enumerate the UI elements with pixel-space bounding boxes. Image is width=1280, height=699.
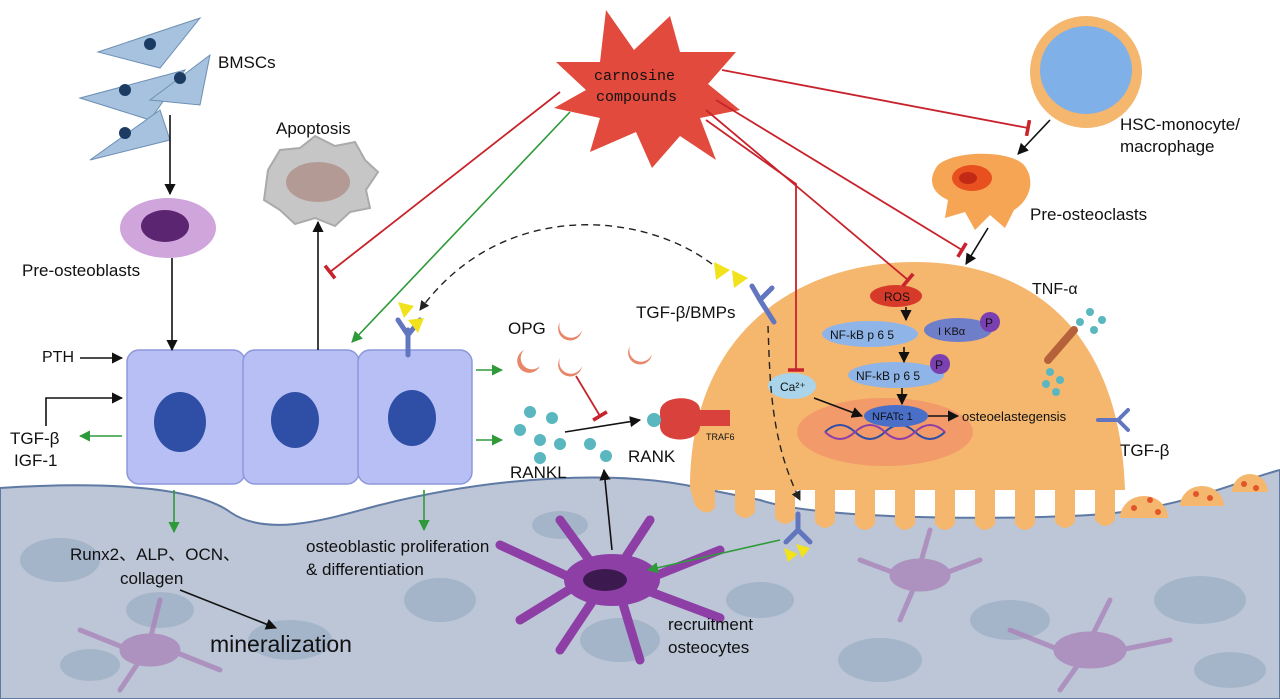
background-osteocytes: [77, 527, 1173, 693]
tnf-receptor: [1044, 326, 1078, 364]
pre-osteoblasts-label: Pre-osteoblasts: [22, 261, 140, 280]
ca-label: Ca²⁺: [780, 380, 806, 394]
rankl-label: RANKL: [510, 463, 567, 482]
nfkb-top-oval: [822, 321, 918, 347]
carnosine-burst: [554, 10, 740, 168]
tgf-beta-left-label: TGF-β: [10, 429, 60, 448]
bone-tgf-receptor: [783, 511, 813, 545]
opg-molecules: [517, 322, 652, 377]
bmscs-label: BMSCs: [218, 53, 276, 72]
hsc-macrophage-cell: [1030, 16, 1142, 128]
runx2-label-line1: Runx2、ALP、OCN、: [70, 545, 240, 564]
ikba-oval: [924, 318, 992, 342]
carnosine-label-line2: compounds: [596, 89, 677, 106]
mineralization-label: mineralization: [210, 631, 352, 657]
prolif-label-line1: osteoblastic proliferation: [306, 537, 489, 556]
bmscs-cells: [78, 16, 211, 161]
dashed-arrows: [419, 224, 801, 501]
tgf-bmps-ligand-1: [714, 262, 730, 280]
ikba-phospho-circle: [980, 312, 1000, 332]
runx2-label-line2: collagen: [120, 569, 183, 588]
tnf-alpha-label: TNF-α: [1032, 281, 1078, 298]
nfkb-phospho-circle: [930, 354, 950, 374]
ikba-label: I KBα: [938, 326, 966, 338]
ros-oval: [870, 285, 922, 307]
pre-osteoblast-cell: [120, 198, 216, 258]
tgf-bmps-receptor: [749, 283, 777, 325]
rank-receptor: [647, 398, 730, 440]
pre-osteoclast-cell: [932, 153, 1031, 230]
bone-tgf-ligand-2: [796, 544, 810, 558]
nfatc1-oval: [864, 405, 928, 427]
nfkb-mid-oval: [848, 362, 944, 388]
apoptosis-label: Apoptosis: [276, 119, 351, 138]
nfatc1-label: NFATc 1: [872, 411, 913, 423]
opg-label: OPG: [508, 319, 546, 338]
ca-oval: [768, 373, 816, 399]
osteoblast-layer: [126, 302, 473, 485]
carnosine-label-line1: carnosine: [594, 68, 675, 85]
pre-osteoclasts-label: Pre-osteoclasts: [1030, 205, 1147, 224]
hsc-label-line1: HSC-monocyte/: [1120, 115, 1240, 134]
nfkb-phospho-label: P: [935, 358, 943, 372]
recruit-label-line2: osteocytes: [668, 638, 749, 657]
rankl-molecules: [514, 406, 612, 464]
nfkb-mid-label: NF-kB p 6 5: [856, 369, 920, 383]
recruit-label-line1: recruitment: [668, 615, 753, 634]
tnf-molecules: [1042, 308, 1106, 396]
tgf-beta-right-label: TGF-β: [1120, 441, 1170, 460]
bone-lacunae: [20, 511, 1266, 688]
traf6-label: TRAF6: [706, 432, 735, 442]
hsc-label-line2: macrophage: [1120, 137, 1215, 156]
prolif-label-line2: & differentiation: [306, 560, 424, 579]
tgf-beta-right-receptor: [1096, 408, 1130, 432]
ros-label: ROS: [884, 290, 910, 304]
black-arrows: [45, 115, 1051, 630]
rank-label: RANK: [628, 447, 676, 466]
tgf-bmps-ligand-2: [732, 270, 748, 288]
bone-tgf-ligand-1: [784, 548, 798, 562]
ikba-phospho-label: P: [985, 316, 993, 330]
osteoelastegensis-label: osteoelastegensis: [962, 409, 1067, 424]
green-arrows: [78, 111, 781, 574]
osteocyte-cell: [495, 515, 725, 665]
pth-label: PTH: [42, 349, 74, 366]
apoptotic-cell: [262, 134, 380, 228]
nfkb-top-label: NF-kB p 6 5: [830, 328, 894, 342]
igf1-label: IGF-1: [14, 451, 57, 470]
resorbing-osteoclasts: [1120, 474, 1268, 518]
tgf-bmps-label: TGF-β/BMPs: [636, 303, 736, 322]
red-inhibition-lines: [323, 69, 1032, 422]
